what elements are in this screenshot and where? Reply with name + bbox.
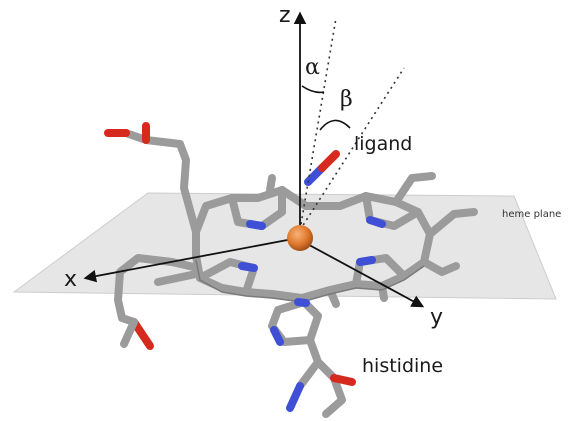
ligand-label: ligand — [354, 133, 412, 155]
x-axis — [83, 237, 299, 283]
heme-plane-label: heme plane — [502, 209, 561, 220]
propionate-upper — [104, 122, 200, 236]
beta-label: β — [340, 87, 353, 112]
histidine-label: histidine — [362, 355, 443, 377]
angle-reference-lines — [299, 17, 405, 231]
alpha-label: α — [305, 55, 320, 80]
ligand-molecule — [304, 150, 340, 186]
alpha-arc — [301, 85, 325, 94]
y-axis-label: y — [430, 305, 443, 330]
histidine-residue — [268, 298, 356, 418]
iron-atom — [287, 225, 313, 251]
y-axis — [299, 239, 425, 308]
x-axis-label: x — [64, 267, 77, 292]
z-axis-label: z — [279, 3, 291, 28]
beta-arc — [319, 119, 351, 131]
ring-nitrogens — [238, 216, 386, 272]
